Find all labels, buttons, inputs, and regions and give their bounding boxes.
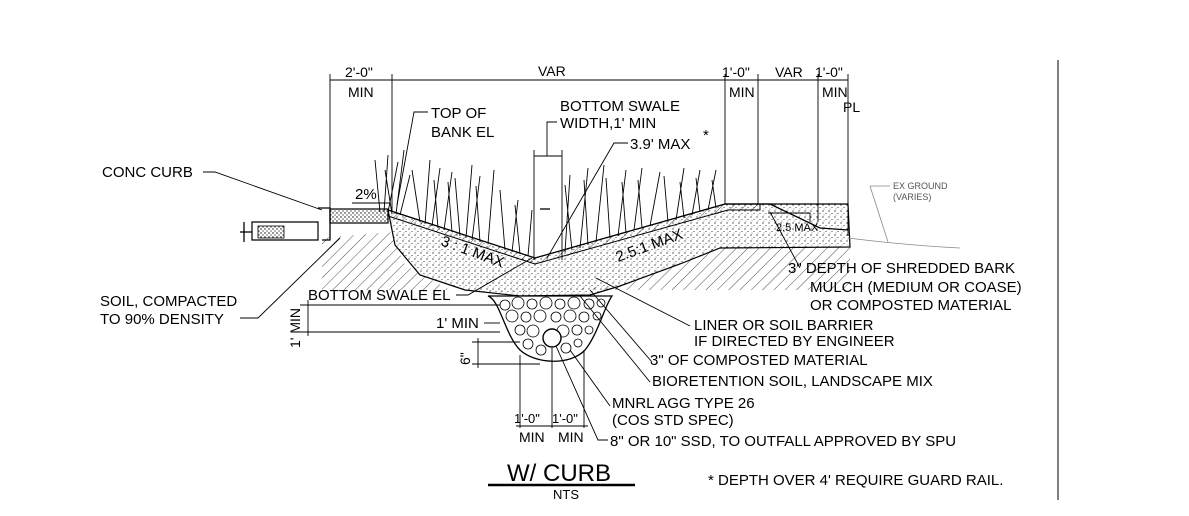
bottom-swale-el-label: BOTTOM SWALE EL	[308, 287, 451, 304]
drawing-scale: NTS	[553, 487, 579, 502]
mnrl-agg-label-1: MNRL AGG TYPE 26	[612, 395, 755, 412]
soil-compacted-label-2: TO 90% DENSITY	[100, 311, 224, 328]
slope-far-right-label: 2.5 MAX	[776, 222, 819, 234]
top-of-bank-label-1: TOP OF	[431, 105, 486, 122]
bottom-swale-width-label-2: WIDTH,1' MIN	[560, 115, 656, 132]
bark-mulch-label-1: 3" DEPTH OF SHREDDED BARK	[788, 260, 1015, 277]
guard-rail-note: * DEPTH OVER 4' REQUIRE GUARD RAIL.	[708, 472, 1003, 489]
dim-var-main: VAR	[538, 63, 566, 79]
ssd-pipe	[542, 328, 562, 348]
top-dimensions	[329, 74, 849, 236]
depth-dimensions	[300, 300, 540, 368]
dim-left-width: 2'-0"	[345, 64, 373, 80]
max-depth-asterisk: *	[703, 127, 709, 144]
dim-right-min-2: MIN	[822, 84, 848, 100]
soil-compacted-label-1: SOIL, COMPACTED	[100, 293, 237, 310]
mulch-layer	[387, 203, 761, 265]
max-depth-label: 3.9' MAX	[630, 136, 690, 153]
bark-mulch-label-3: OR COMPOSTED MATERIAL	[810, 297, 1011, 314]
slope-2pct-label: 2%	[355, 186, 377, 203]
dim-right-width-1: 1'-0"	[722, 64, 750, 80]
dim-right-min-1: MIN	[729, 84, 755, 100]
ex-ground-line	[847, 237, 961, 249]
aggregate-trench	[487, 295, 614, 362]
bottom-right-min-label: MIN	[558, 429, 584, 445]
dim-var-right: VAR	[775, 64, 803, 80]
top-of-bank-label-2: BANK EL	[431, 124, 494, 141]
depth-1min-label: 1' MIN	[287, 308, 303, 348]
composted-material-label: 3" OF COMPOSTED MATERIAL	[650, 352, 868, 369]
bioretention-soil-label: BIORETENTION SOIL, LANDSCAPE MIX	[652, 373, 933, 390]
liner-label-1: LINER OR SOIL BARRIER	[694, 317, 874, 334]
bottom-swale-width-label-1: BOTTOM SWALE	[560, 98, 680, 115]
drawing-title: W/ CURB	[507, 460, 611, 487]
depth-6in-label: 6"	[457, 352, 473, 365]
bottom-right-width-label: 1'-0"	[552, 411, 578, 426]
bottom-left-width-label: 1'-0"	[514, 411, 540, 426]
dim-left-min: MIN	[348, 84, 374, 100]
bottom-width-dimensions	[516, 348, 588, 428]
property-line-label: PL	[843, 99, 860, 115]
concrete-curb	[240, 207, 389, 242]
ex-ground-label-1: EX GROUND	[893, 181, 948, 191]
bark-mulch-label-2: MULCH (MEDIUM OR COASE)	[810, 279, 1022, 296]
ex-ground-label-2: (VARIES)	[893, 192, 931, 202]
bottom-left-min-label: MIN	[519, 429, 545, 445]
ssd-label: 8" OR 10" SSD, TO OUTFALL APPROVED BY SP…	[610, 433, 956, 450]
liner-label-2: IF DIRECTED BY ENGINEER	[694, 333, 895, 350]
grass-plants	[374, 149, 717, 257]
dim-right-width-2: 1'-0"	[815, 64, 843, 80]
mnrl-agg-label-2: (COS STD SPEC)	[612, 412, 734, 429]
one-min-label: 1' MIN	[436, 315, 479, 332]
conc-curb-label: CONC CURB	[102, 164, 193, 181]
